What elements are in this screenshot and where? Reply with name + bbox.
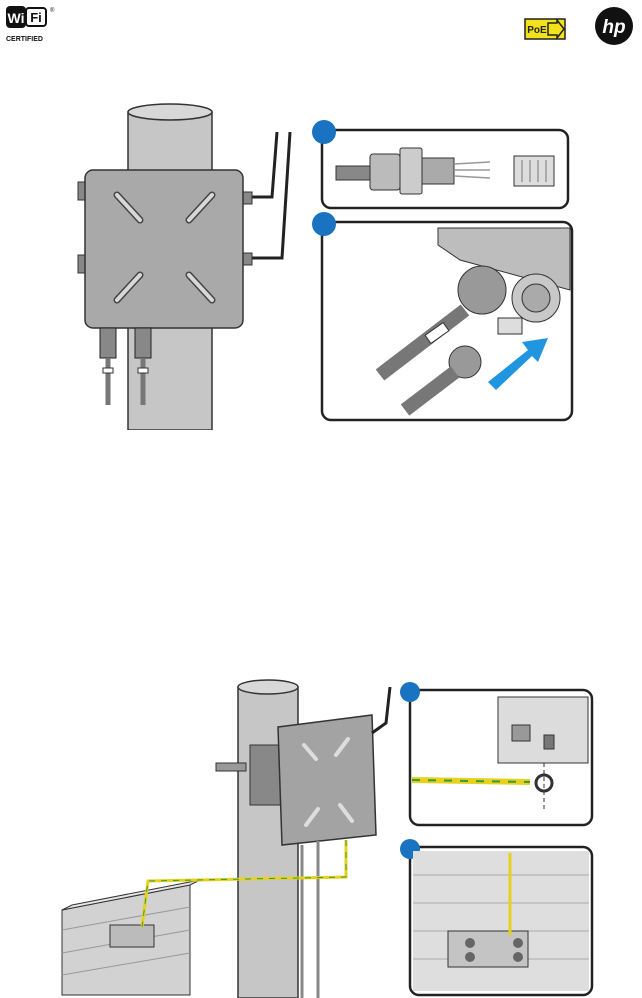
wifi-mark-line1: Wi — [8, 10, 25, 26]
wall-block — [62, 880, 200, 995]
cable-connection-diagram — [60, 100, 580, 430]
antenna-cables — [252, 132, 290, 258]
callout-panel-1 — [400, 682, 592, 825]
callout-panel-2 — [312, 212, 572, 420]
wifi-registered-mark: ® — [50, 7, 55, 14]
callout-panel-1 — [312, 120, 568, 208]
grounding-diagram — [50, 675, 595, 998]
poe-logo: PoE — [524, 18, 566, 40]
step-badge-1 — [400, 682, 420, 702]
ethernet-cable-glands — [100, 328, 151, 405]
hp-label: hp — [602, 17, 625, 38]
wifi-caption: CERTIFIED — [6, 36, 43, 43]
poe-label: PoE — [527, 25, 547, 36]
hp-logo: hp — [594, 6, 634, 46]
step-badge-1 — [312, 120, 336, 144]
access-point-device — [78, 170, 252, 328]
wifi-certified-logo: Wi Fi ® CERTIFIED — [4, 4, 56, 46]
step-badge-2 — [312, 212, 336, 236]
access-point-device — [278, 715, 376, 845]
callout-panel-2 — [400, 839, 592, 995]
wifi-mark-line2: Fi — [30, 10, 42, 25]
